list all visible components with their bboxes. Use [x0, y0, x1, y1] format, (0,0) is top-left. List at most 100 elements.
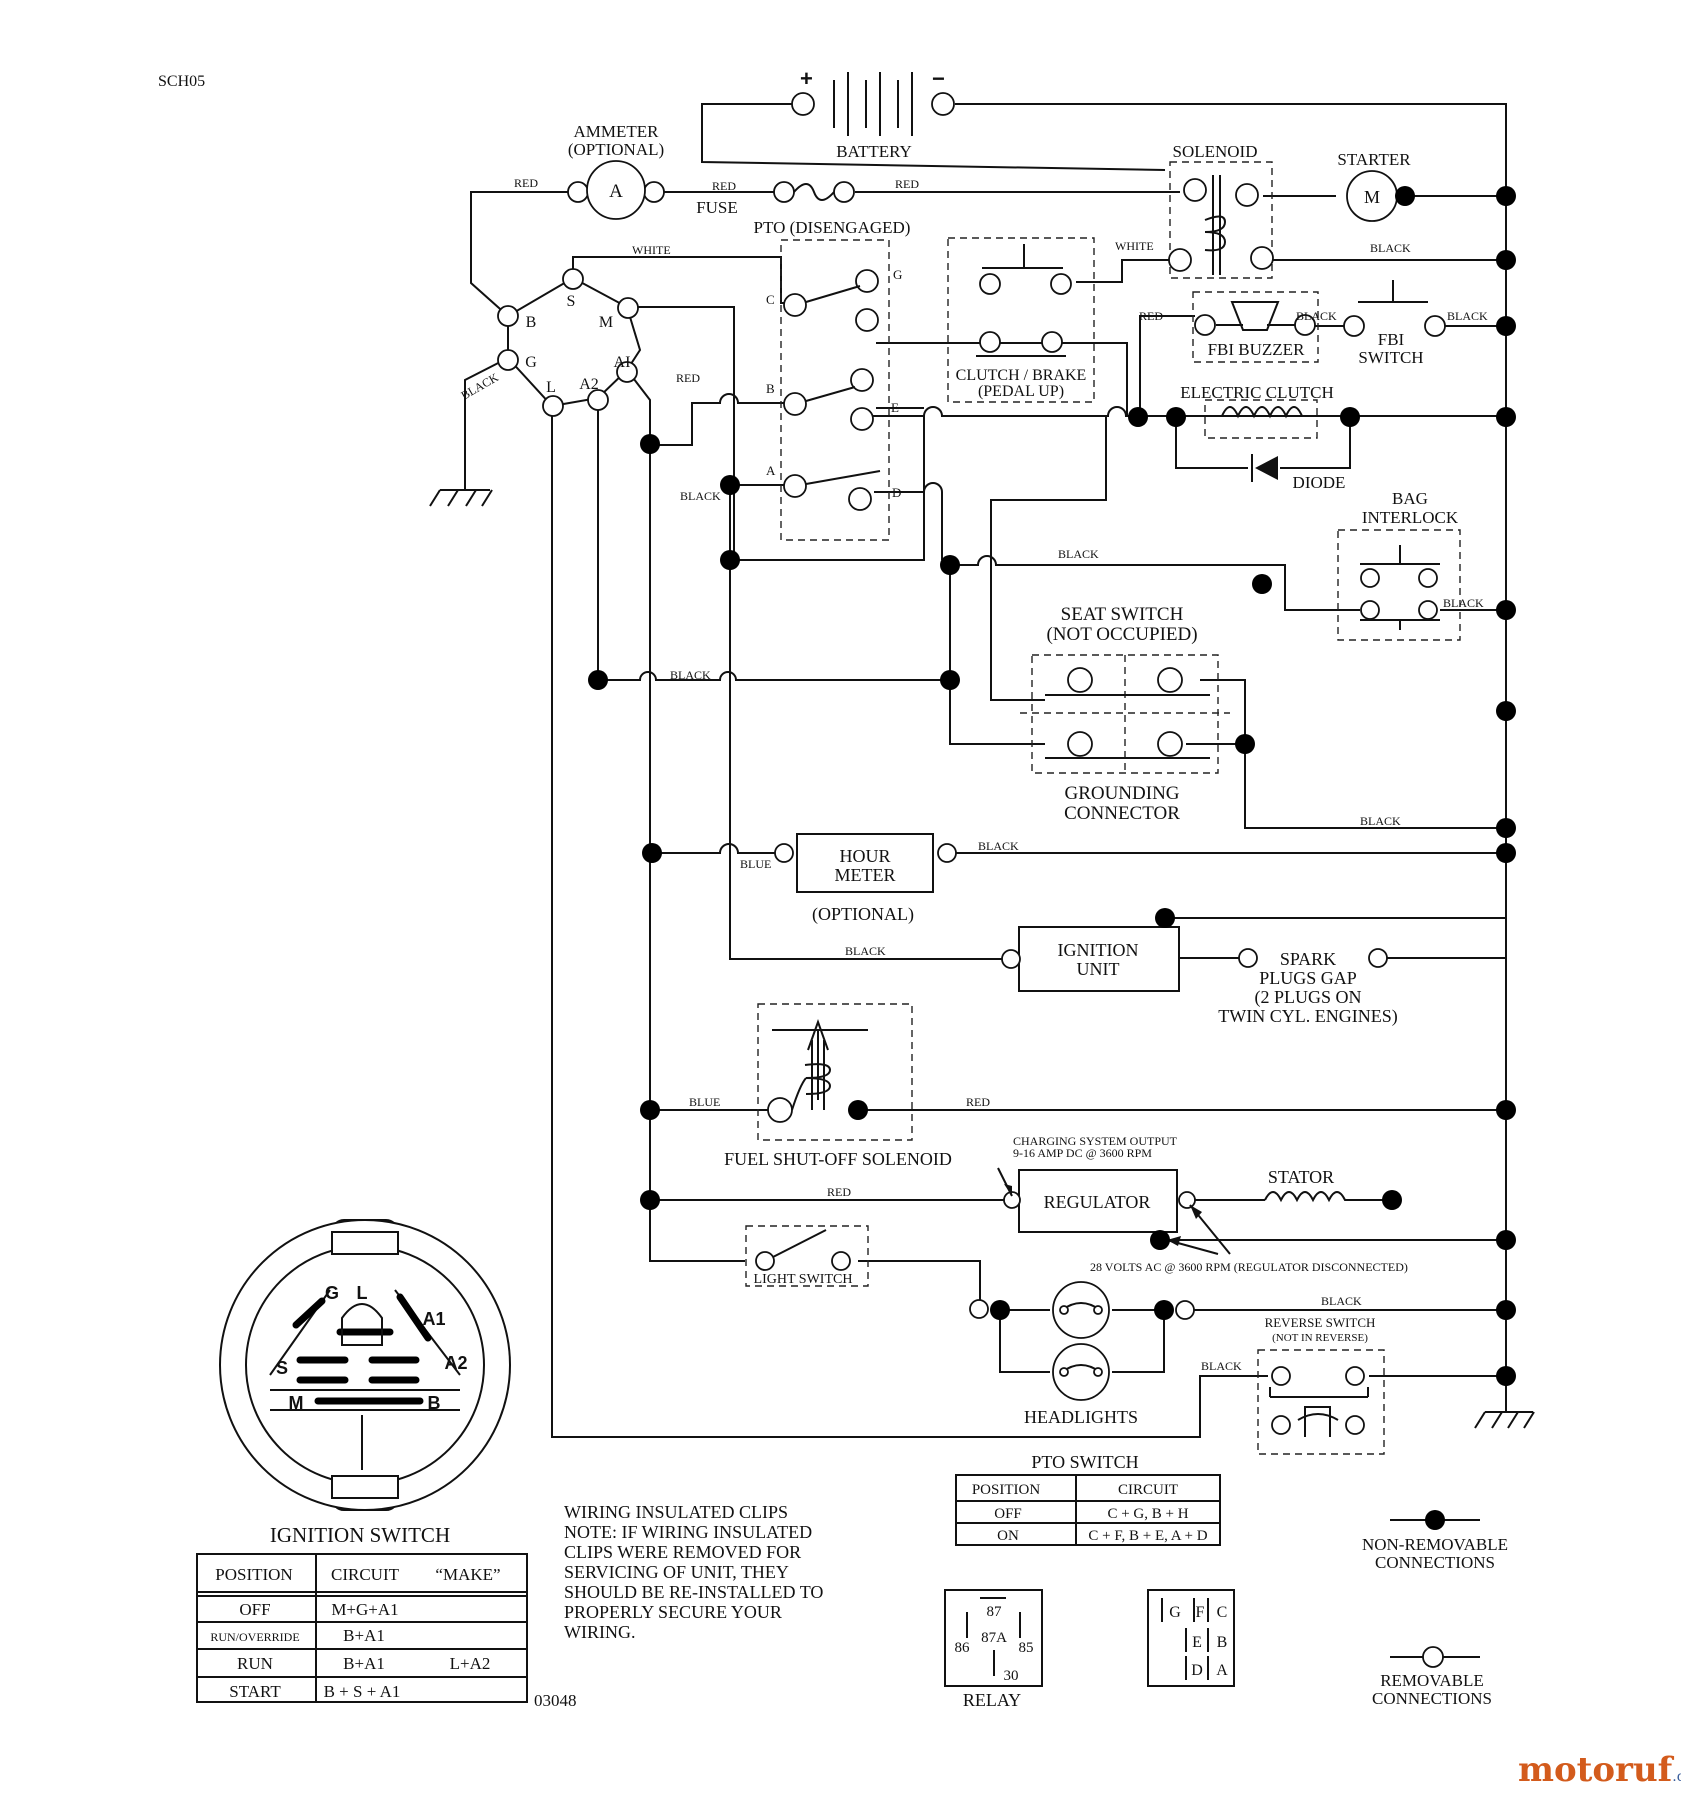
ign-header-make: “MAKE”	[435, 1565, 500, 1584]
ignition-unit: IGNITION UNIT	[1001, 926, 1180, 992]
relay-pin-30: 30	[1004, 1668, 1019, 1684]
note-line-1: WIRING INSULATED CLIPS	[564, 1502, 788, 1522]
pto-header-position: POSITION	[972, 1482, 1041, 1498]
ign-header-circuit: CIRCUIT	[331, 1565, 400, 1584]
face-label-l: L	[357, 1283, 368, 1303]
ign-row-run-position: RUN	[237, 1654, 273, 1673]
pto-row-off-position: OFF	[994, 1506, 1022, 1522]
wires	[464, 103, 1507, 1438]
charging-output-spec: 9-16 AMP DC @ 3600 RPM	[1013, 1146, 1152, 1160]
wire-label-blue-2: BLUE	[689, 1095, 720, 1109]
legend-removable: REMOVABLE	[1380, 1671, 1484, 1690]
battery-label: BATTERY	[836, 142, 912, 161]
relay-pin-87a: 87A	[981, 1630, 1007, 1646]
note-line-6: PROPERLY SECURE YOUR	[564, 1602, 782, 1622]
pto-e: E	[891, 400, 899, 415]
ignition-unit-label: IGNITION	[1058, 940, 1139, 960]
fbi-switch-label: FBI	[1378, 330, 1405, 349]
wire-label-black-2: BLACK	[1296, 309, 1337, 323]
hour-meter-label: HOUR	[839, 846, 890, 866]
terminal-ai: AI	[614, 354, 631, 371]
note-line-7: WIRING.	[564, 1622, 635, 1642]
relay-pin-86: 86	[955, 1640, 971, 1656]
hour-meter: HOUR METER (OPTIONAL)	[774, 833, 957, 925]
solenoid: SOLENOID	[1168, 142, 1274, 279]
wire-label-red-2: RED	[712, 179, 736, 193]
spark-plugs: SPARK PLUGS GAP (2 PLUGS ON TWIN CYL. EN…	[1218, 948, 1398, 1027]
pto-row-off-circuit: C + G, B + H	[1107, 1506, 1188, 1522]
light-switch: LIGHT SWITCH	[745, 1225, 869, 1287]
battery-minus: −	[932, 66, 945, 91]
ammeter-letter: A	[609, 181, 623, 202]
pto-row-on-circuit: C + F, B + E, A + D	[1088, 1528, 1207, 1544]
relay-pin-87: 87	[987, 1604, 1003, 1620]
wire-label-black-9: BLACK	[1360, 814, 1401, 828]
wire-label-blue-1: BLUE	[740, 857, 771, 871]
terminal-l: L	[546, 379, 556, 396]
solenoid-label: SOLENOID	[1173, 142, 1258, 161]
pto-pin-d: D	[1191, 1662, 1203, 1679]
relay-label: RELAY	[963, 1690, 1021, 1710]
terminal-s: S	[567, 293, 576, 310]
starter-letter: M	[1364, 187, 1380, 207]
wire-label-red-4: RED	[1139, 309, 1163, 323]
drawing-number: 03048	[534, 1691, 577, 1710]
pto-b: B	[766, 381, 775, 396]
terminal-b: B	[526, 314, 537, 331]
wire-label-black-12: BLACK	[1321, 1294, 1362, 1308]
bag-interlock-label-2: INTERLOCK	[1362, 508, 1459, 527]
wire-label-red-7: RED	[827, 1185, 851, 1199]
regulator-label: REGULATOR	[1044, 1192, 1151, 1212]
reverse-switch-label: REVERSE SWITCH	[1265, 1315, 1376, 1330]
ground-symbols	[429, 489, 1535, 1429]
starter-label: STARTER	[1337, 150, 1411, 169]
face-label-a2: A2	[444, 1353, 467, 1373]
hour-meter-label-2: METER	[835, 865, 896, 885]
ammeter-optional: (OPTIONAL)	[568, 140, 664, 159]
clutch-brake-switch: CLUTCH / BRAKE (PEDAL UP)	[947, 237, 1095, 403]
watermark-logo: motoruf.de	[1518, 1750, 1681, 1790]
ign-row-start-position: START	[229, 1682, 281, 1701]
wire-label-black-3: BLACK	[1447, 309, 1488, 323]
ignition-switch-title: IGNITION SWITCH	[270, 1523, 450, 1547]
fbi-buzzer: FBI BUZZER	[1192, 291, 1319, 363]
light-switch-label: LIGHT SWITCH	[754, 1272, 853, 1287]
fuel-solenoid-label: FUEL SHUT-OFF SOLENOID	[724, 1149, 952, 1169]
ign-row-override-position: RUN/OVERRIDE	[210, 1630, 299, 1644]
starter: M STARTER	[1337, 150, 1411, 222]
wire-label-black-6: BLACK	[1058, 547, 1099, 561]
pto-switch-title: PTO SWITCH	[1031, 1452, 1138, 1472]
wire-label-black-8: BLACK	[670, 668, 711, 682]
watermark-main: motoruf	[1518, 1750, 1673, 1790]
pto-row-on-position: ON	[997, 1528, 1019, 1544]
note-line-4: SERVICING OF UNIT, THEY	[564, 1562, 789, 1582]
ign-row-start-circuit: B + S + A1	[324, 1682, 401, 1701]
wire-label-black-11: BLACK	[845, 944, 886, 958]
face-label-a1: A1	[422, 1309, 445, 1329]
ign-row-run-make: L+A2	[450, 1654, 491, 1673]
pto-pin-e: E	[1192, 1634, 1202, 1651]
fuse-label: FUSE	[696, 198, 738, 217]
terminal-g: G	[525, 354, 537, 371]
note-line-2: NOTE: IF WIRING INSULATED	[564, 1522, 812, 1542]
electric-clutch-label: ELECTRIC CLUTCH	[1180, 383, 1333, 402]
fuse: FUSE	[696, 181, 855, 217]
note-line-3: CLIPS WERE REMOVED FOR	[564, 1542, 801, 1562]
clutch-brake-pedal: (PEDAL UP)	[978, 383, 1064, 400]
clutch-brake-label: CLUTCH / BRAKE	[956, 367, 1087, 384]
pto-d: D	[892, 485, 901, 500]
wire-label-black-4: BLACK	[459, 370, 502, 403]
relay: 87 87A 86 85 30 RELAY	[944, 1589, 1043, 1710]
ign-row-off-circuit: M+G+A1	[331, 1600, 398, 1619]
ign-row-off-position: OFF	[239, 1600, 270, 1619]
face-label-m: M	[289, 1393, 304, 1413]
pto-switch: C G B E A D PTO (DISENGAGED)	[754, 218, 911, 541]
wire-label-red-3: RED	[895, 177, 919, 191]
spark-label-2: PLUGS GAP	[1259, 968, 1357, 988]
wire-label-black-7: BLACK	[1443, 596, 1484, 610]
pto-label: PTO (DISENGAGED)	[754, 218, 911, 237]
ammeter-label: AMMETER	[574, 122, 660, 141]
ignition-switch-table: IGNITION SWITCH POSITION CIRCUIT “MAKE” …	[196, 1523, 528, 1703]
pto-g: G	[893, 267, 902, 282]
pto-a: A	[766, 463, 776, 478]
